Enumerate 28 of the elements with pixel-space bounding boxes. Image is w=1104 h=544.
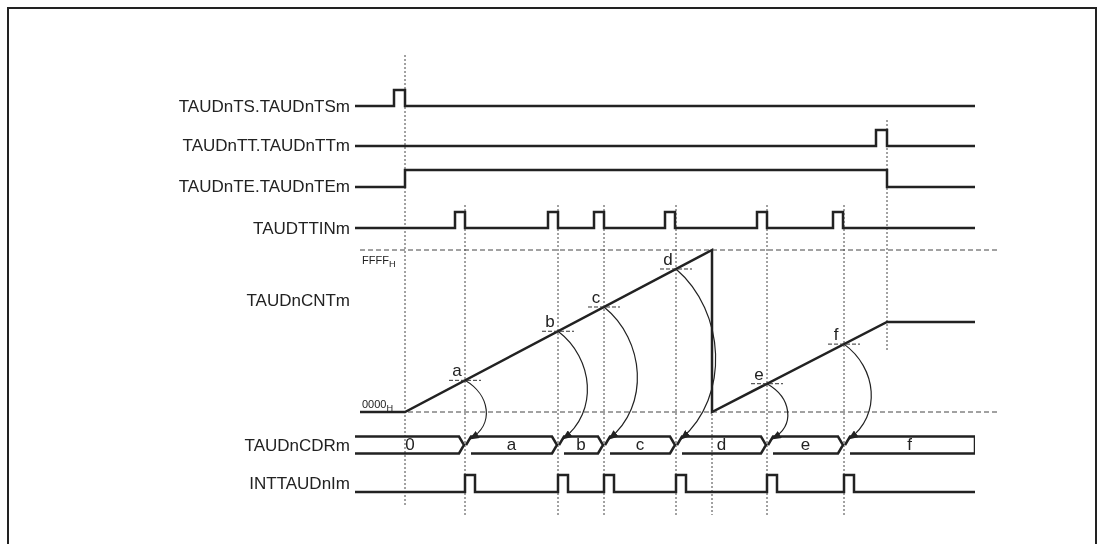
point-label: a (451, 363, 463, 380)
signal-name: TAUDnTT.TAUDnTTm (182, 137, 350, 155)
curved-arrow (675, 268, 717, 440)
signal-name: TAUDnCNTm (246, 292, 350, 310)
curved-arrow (603, 306, 638, 440)
signal-name: INTTAUDnIm (249, 475, 350, 493)
curved-arrow (766, 383, 789, 440)
point-label: e (753, 366, 765, 383)
point-label: b (544, 314, 556, 331)
bus-value-segment: 0 (355, 435, 465, 455)
curved-arrow (464, 379, 487, 440)
axis-value-label: 0000$_{H}$ (362, 398, 394, 415)
curved-arrow (557, 330, 588, 440)
point-label: d (662, 252, 674, 268)
bus-value-segment: d (676, 435, 767, 455)
bus-value-segment: a (465, 435, 558, 455)
point-label: f (830, 327, 842, 344)
signal-name: TAUDnTS.TAUDnTSm (178, 98, 350, 116)
signal-name: TAUDnTE.TAUDnTEm (178, 178, 350, 196)
curved-arrow (843, 343, 872, 440)
bus-value-segment: e (767, 435, 844, 455)
bus-value-segment: f (844, 435, 975, 455)
bus-value-segment: c (604, 435, 676, 455)
signal-name: TAUDnCDRm (244, 437, 350, 455)
signal-name: TAUDTTINm (253, 220, 350, 238)
point-label: c (590, 290, 602, 306)
axis-value-label: FFFF$_{H}$ (362, 254, 396, 271)
bus-value-segment: b (558, 435, 604, 455)
